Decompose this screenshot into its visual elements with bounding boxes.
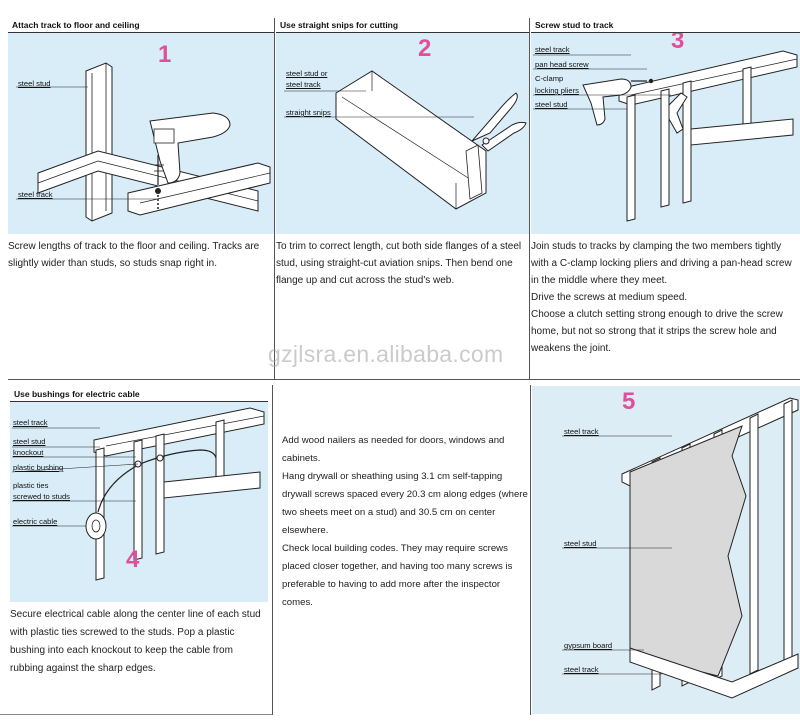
step1-title: Attach track to floor and ceiling [8,17,274,33]
middle-line: Check local building codes. They may req… [282,543,513,608]
step3-label-pan-head-screw: pan head screw [535,60,589,69]
grid-divider [0,714,272,715]
grid-divider [529,18,530,380]
step4-label-steel-stud: steel stud [13,437,46,446]
step1-label-steel-track: steel track [18,190,53,199]
step2-label-steel-track: steel track [286,80,321,89]
step4-label-electric-cable: electric cable [13,517,58,526]
step2-drawing [284,70,527,210]
middle-instructions: Add wood nailers as needed for doors, wi… [282,432,528,612]
step1-illustration: 1 steel stud steel track [8,33,274,234]
step3-label-locking-pliers: locking pliers [535,86,579,95]
step5-label-steel-track-bottom: steel track [564,665,599,674]
grid-divider [8,379,800,380]
step2-label-steel-stud-or: steel stud or [286,69,328,78]
grid-divider [272,385,273,715]
step2-illustration: 2 steel stud or steel track straight sni… [276,33,529,234]
step5-number: 5 [622,388,636,415]
step4-number: 4 [126,546,140,573]
step3-title: Screw stud to track [531,17,800,33]
step1-label-steel-stud: steel stud [18,79,51,88]
step3-illustration: 3 steel track pan head screw C-clamp loc… [531,33,800,234]
middle-line: Add wood nailers as needed for doors, wi… [282,435,505,464]
step5-label-steel-track-top: steel track [564,427,599,436]
step5-drawing [562,397,799,699]
grid-divider [530,385,531,715]
step3-label-steel-track: steel track [535,45,570,54]
step4-label-plastic-ties: plastic ties [13,481,49,490]
middle-line: Hang drywall or sheathing using 3.1 cm s… [282,471,528,536]
step4-label-knockout: knockout [13,448,44,457]
watermark: gzjlsra.en.alibaba.com [268,341,504,367]
step4-title: Use bushings for electric cable [10,386,268,402]
step4-drawing [11,407,265,581]
step5-label-steel-stud: steel stud [564,539,597,548]
step1-drawing [16,62,271,222]
step4-label-steel-track: steel track [13,418,48,427]
grid-divider [274,18,275,380]
step3-label-c-clamp: C-clamp [535,74,564,83]
step4-illustration: 4 steel track steel stud knockout plasti… [10,402,268,602]
step3-caption-line: Join studs to tracks by clamping the two… [531,241,792,286]
step3-label-steel-stud: steel stud [535,100,568,109]
step3-caption-line: Choose a clutch setting strong enough to… [531,309,783,354]
step4-label-screwed-to-studs: screwed to studs [13,492,70,501]
step4-label-plastic-bushing: plastic bushing [13,463,64,472]
step1-caption: Screw lengths of track to the floor and … [8,241,260,269]
step4-caption: Secure electrical cable along the center… [10,609,261,674]
step3-number: 3 [671,33,685,54]
step5-label-gypsum-board: gypsum board [564,641,613,650]
step2-number: 2 [418,35,432,62]
step2-caption: To trim to correct length, cut both side… [276,241,522,286]
step3-drawing [533,50,798,222]
step3-caption: Join studs to tracks by clamping the two… [531,238,799,357]
step5-illustration: 5 steel track steel stud gypsum board st… [532,386,800,714]
step2-title: Use straight snips for cutting [276,17,529,33]
step2-label-straight-snips: straight snips [286,108,331,117]
step3-caption-line: Drive the screws at medium speed. [531,292,688,303]
step1-number: 1 [158,41,172,68]
